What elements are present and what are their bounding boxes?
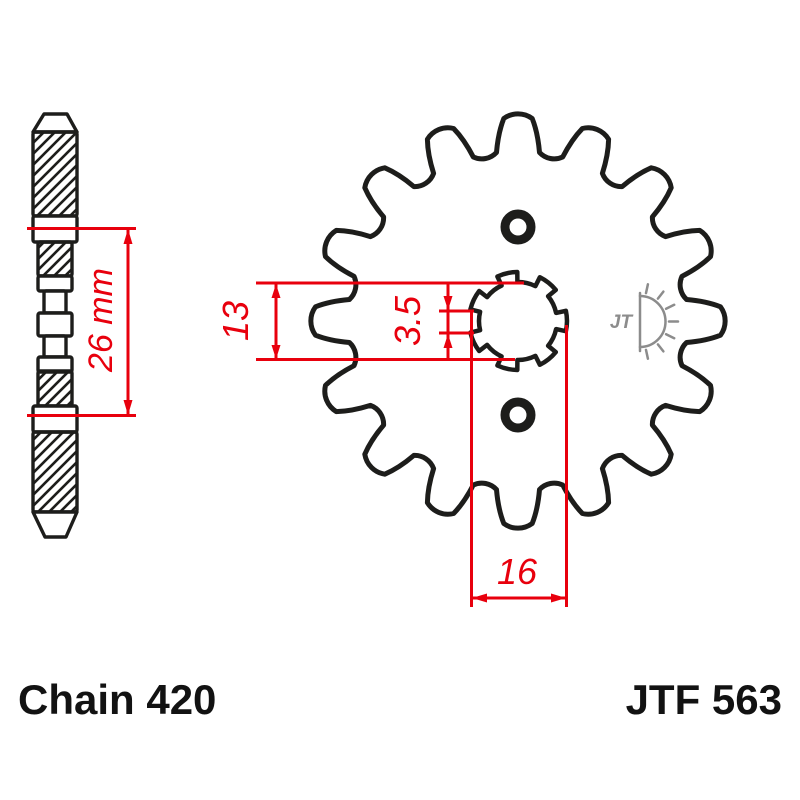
jt-rising-sun-logo: JT <box>610 283 680 360</box>
dim-arrow-right <box>551 593 566 603</box>
side-hub-hatch-bottom <box>36 369 74 408</box>
bolt-hole-bottom <box>500 397 536 433</box>
dim-arrow-down <box>443 296 453 310</box>
logo-sun-icon <box>638 294 667 349</box>
dim-arrow-up <box>443 334 453 348</box>
dim-arrow-down <box>271 345 281 359</box>
side-step-band-bottom <box>31 404 79 434</box>
side-hatch-plate-top <box>31 130 79 218</box>
side-spline-block <box>42 334 68 359</box>
dimension-3-5: 3.5 <box>387 283 474 360</box>
side-spline-block <box>36 311 74 338</box>
dim-arrow-up <box>123 229 133 244</box>
dim-arrow-up <box>271 284 281 298</box>
side-spline-block <box>42 289 68 315</box>
bolt-hole-top <box>500 209 536 245</box>
logo-text: JT <box>610 312 634 333</box>
dim-arrow-down <box>123 400 133 415</box>
spline-bore-outline <box>468 269 570 373</box>
side-profile-view <box>31 112 79 539</box>
sprocket-front-view: JT <box>308 111 728 531</box>
dimension-26mm: 26 mm <box>27 227 136 417</box>
dim-label-13: 13 <box>215 301 256 341</box>
dim-label-26mm: 26 mm <box>82 268 120 373</box>
dim-label-3-5: 3.5 <box>387 295 428 346</box>
side-spline-block <box>36 274 74 293</box>
dim-label-16: 16 <box>497 551 538 592</box>
side-top-cap <box>31 112 79 134</box>
side-hatch-plate-bottom <box>31 430 79 514</box>
dim-arrow-left <box>472 593 487 603</box>
dimension-13: 13 <box>215 281 524 361</box>
logo-sun-rays-icon <box>644 283 680 360</box>
dimension-16: 16 <box>470 312 568 607</box>
side-hub-hatch-top <box>36 240 74 278</box>
side-bottom-cap <box>31 510 79 539</box>
chain-size-label: Chain 420 <box>18 676 216 723</box>
model-number-label: JTF 563 <box>626 676 782 723</box>
